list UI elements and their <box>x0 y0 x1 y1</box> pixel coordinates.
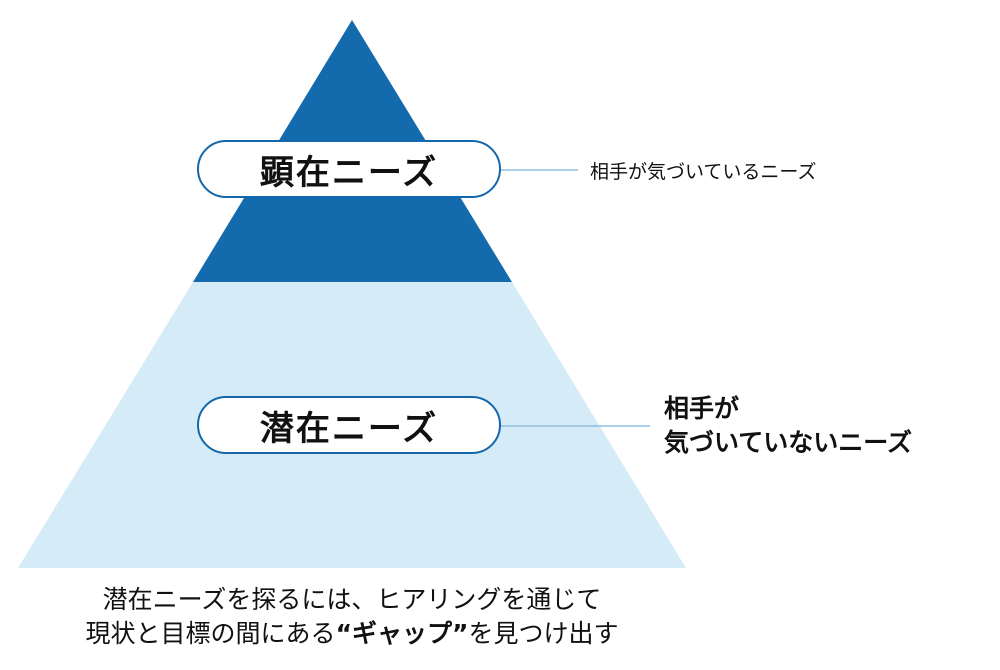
caption-line2-pre: 現状と目標の間にある <box>85 619 336 648</box>
note-latent-line2: 気づいていないニーズ <box>664 428 913 457</box>
caption-line2-post: を見つけ出す <box>468 619 619 648</box>
level-label-latent-needs: 潜在ニーズ <box>197 396 501 454</box>
note-latent-line1: 相手が <box>664 394 740 423</box>
caption-gap-emphasis: “ギャップ” <box>335 619 469 648</box>
note-latent-needs: 相手が 気づいていないニーズ <box>664 392 912 460</box>
note-explicit-needs: 相手が気づいているニーズ <box>590 161 817 183</box>
level-label-explicit-needs: 顕在ニーズ <box>197 140 501 198</box>
caption: 潜在ニーズを探るには、ヒアリングを通じて 現状と目標の間にある“ギャップ”を見つ… <box>0 583 704 651</box>
caption-line2: 現状と目標の間にある“ギャップ”を見つけ出す <box>0 617 704 651</box>
caption-line1: 潜在ニーズを探るには、ヒアリングを通じて <box>102 585 602 614</box>
